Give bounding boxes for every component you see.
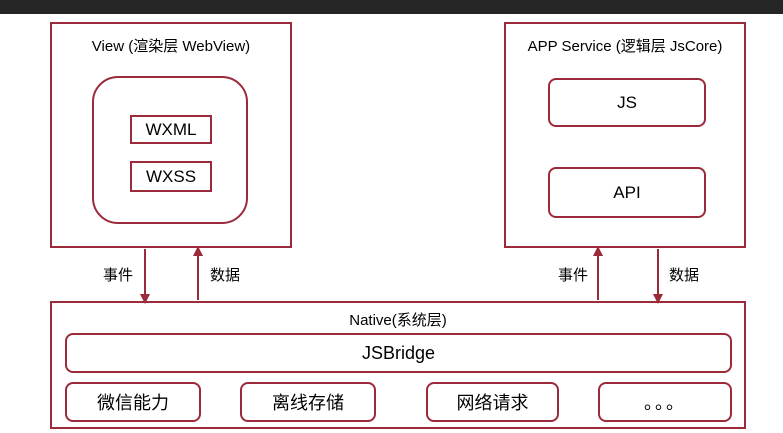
view-inner-box bbox=[92, 76, 248, 224]
wxss-box bbox=[130, 161, 212, 192]
wxml-box bbox=[130, 115, 212, 144]
js-label: JS bbox=[617, 92, 637, 112]
module-network-box bbox=[426, 382, 559, 422]
module-more-box bbox=[598, 382, 732, 422]
wxss-label: WXSS bbox=[145, 166, 197, 186]
left-event-label: 事件 bbox=[102, 266, 133, 284]
api-box bbox=[548, 167, 706, 218]
top-bar bbox=[0, 0, 783, 14]
module-more-label: 。。。 bbox=[644, 393, 686, 413]
view-layer-title: View (渲染层 WebView) bbox=[91, 37, 251, 55]
module-wechat-box bbox=[65, 382, 201, 422]
app-service-title: APP Service (逻辑层 JsCore) bbox=[527, 37, 723, 55]
js-box bbox=[548, 78, 706, 127]
api-label: API bbox=[613, 182, 641, 202]
wxml-label: WXML bbox=[145, 119, 197, 139]
module-offline-storage-label: 离线存储 bbox=[272, 393, 344, 413]
module-offline-storage-box bbox=[240, 382, 376, 422]
native-layer-title: Native(系统层) bbox=[349, 311, 447, 329]
module-wechat-label: 微信能力 bbox=[97, 393, 169, 413]
jsbridge-box bbox=[65, 333, 732, 373]
module-network-label: 网络请求 bbox=[456, 393, 529, 413]
jsbridge-label: JSBridge bbox=[361, 342, 436, 363]
right-data-label: 数据 bbox=[668, 266, 699, 284]
right-event-label: 事件 bbox=[557, 266, 588, 284]
left-data-label: 数据 bbox=[209, 266, 240, 284]
